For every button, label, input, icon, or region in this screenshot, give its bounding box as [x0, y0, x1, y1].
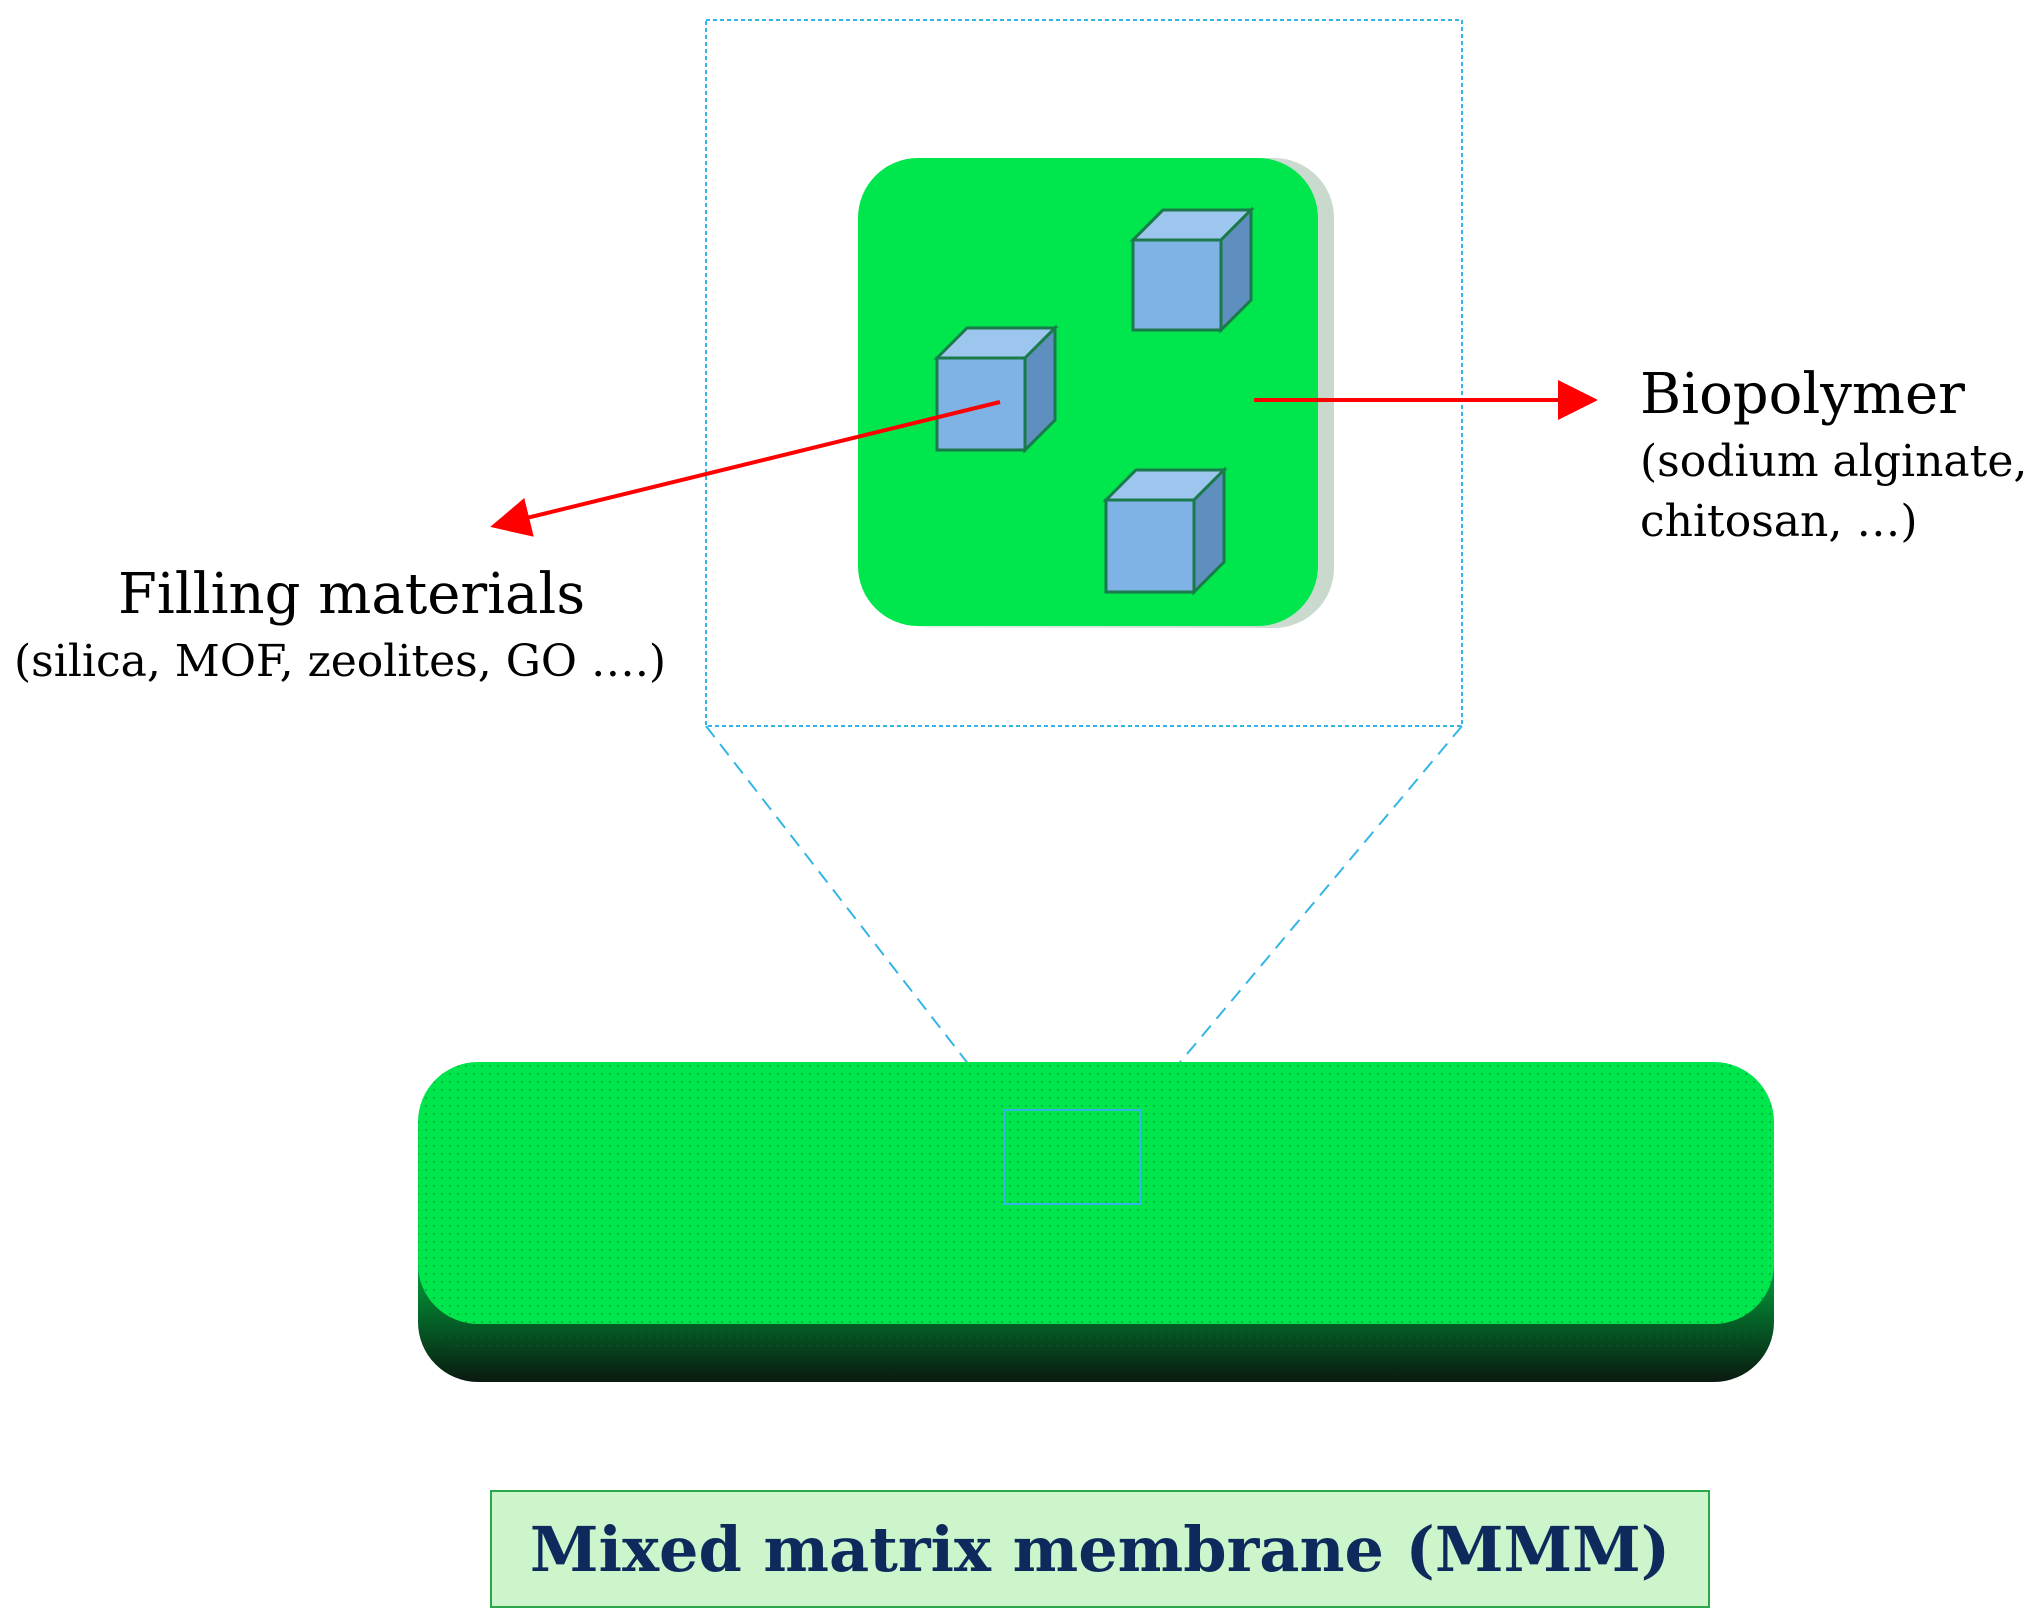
zoom-guide-right — [1139, 725, 1463, 1111]
filler-cube-1 — [933, 324, 1059, 454]
filler-pointer-arrow — [490, 400, 1001, 537]
filler-cube-3 — [1102, 466, 1228, 596]
caption-box: Mixed matrix membrane (MMM) — [490, 1490, 1710, 1608]
zoom-window-frame — [705, 19, 1463, 727]
filling-materials-examples: (silica, MOF, zeolites, GO ….) — [14, 636, 667, 687]
biopolymer-examples-line1: (sodium alginate, — [1640, 436, 2028, 487]
membrane-texture — [418, 1062, 1774, 1352]
biopolymer-label: Biopolymer — [1640, 362, 1965, 427]
zoom-guide-left — [705, 725, 1005, 1111]
membrane-slab — [418, 1062, 1774, 1382]
biopolymer-examples-line2: chitosan, …) — [1640, 496, 1918, 547]
filler-cube-2 — [1129, 206, 1255, 334]
caption-text: Mixed matrix membrane (MMM) — [529, 1512, 1671, 1586]
filling-materials-label: Filling materials — [118, 562, 586, 627]
biopolymer-matrix-zoom — [858, 158, 1334, 628]
zoom-source-region — [1003, 1109, 1141, 1205]
